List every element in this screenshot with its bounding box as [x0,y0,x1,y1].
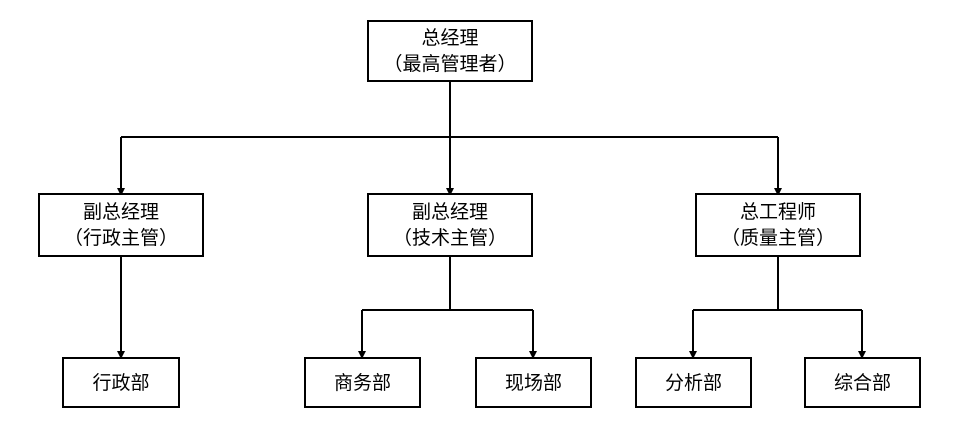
admin-deputy-manager-subtitle: （行政主管） [63,227,178,249]
general-dept-label: 综合部 [833,371,891,394]
general-manager-node: 总经理 （最高管理者） [367,20,533,82]
tech-deputy-manager-subtitle: （技术主管） [392,227,507,249]
business-dept-node: 商务部 [304,357,421,408]
general-manager-subtitle: （最高管理者） [383,53,517,75]
admin-dept-node: 行政部 [62,357,180,408]
analysis-dept-label: 分析部 [664,371,722,394]
chief-engineer-title: 总工程师 [739,201,816,223]
field-dept-node: 现场部 [475,357,592,408]
field-dept-label: 现场部 [504,371,562,394]
tech-deputy-manager-title: 副总经理 [411,201,488,223]
chief-engineer-node: 总工程师 （质量主管） [695,193,861,257]
admin-dept-label: 行政部 [92,371,150,394]
general-dept-node: 综合部 [804,357,921,408]
admin-deputy-manager-title: 副总经理 [82,201,159,223]
analysis-dept-node: 分析部 [635,357,752,408]
general-manager-title: 总经理 [421,27,479,49]
chief-engineer-subtitle: （质量主管） [720,227,835,249]
admin-deputy-manager-node: 副总经理 （行政主管） [38,193,204,257]
tech-deputy-manager-node: 副总经理 （技术主管） [367,193,533,257]
business-dept-label: 商务部 [333,371,391,394]
